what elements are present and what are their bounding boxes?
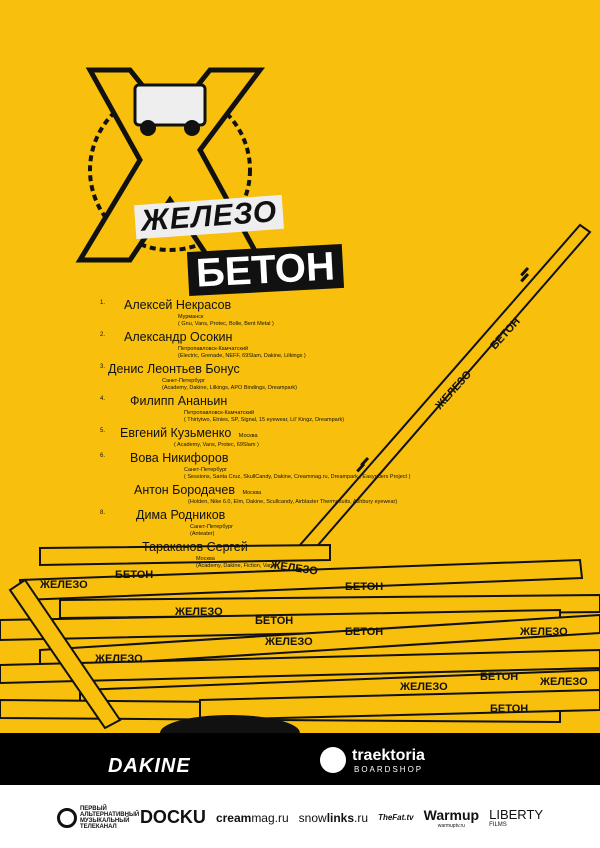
rider-sponsors: ( Academy, Vans, Protec, 69Slam ) xyxy=(174,442,259,448)
rider-sponsors: (Holden, Nike 6.0, Elm, Dakine, Scullcan… xyxy=(188,499,398,505)
rider-name: Евгений Кузьменко xyxy=(120,426,232,440)
snowlinks-logo: snowlinks.ru xyxy=(299,811,368,825)
rider-name: Филипп Ананьин xyxy=(130,394,228,408)
beam-label: ЖЕЛЕЗО xyxy=(264,636,313,648)
snowlinks-part: links xyxy=(326,810,355,825)
rider-sponsors: ( Sessions, Santa Cruz, SkullCandy, Daki… xyxy=(184,474,411,480)
creammag-part: mag.ru xyxy=(251,810,289,825)
warmup-name: Warmup xyxy=(423,806,480,823)
rider-number: 8. xyxy=(100,510,106,516)
rider-entry: 5. Евгений Кузьменко Москва ( Academy, V… xyxy=(100,424,420,449)
rider-entry: 8. Дима Родников Санкт-Петербург (Anteat… xyxy=(100,506,420,538)
rider-entry: 1. Алексей Некрасов Мурманск ( Gnu, Vans… xyxy=(100,296,420,328)
traektoria-icon xyxy=(320,747,346,773)
rider-entry: Тараканов Сергей Москва (Academy, Dakine… xyxy=(100,538,420,570)
rider-name: Александр Осокин xyxy=(124,330,233,344)
main-sponsors-band xyxy=(0,733,600,785)
rider-entry: Антон Бородачев Москва (Holden, Nike 6.0… xyxy=(100,481,420,506)
traektoria-name: traektoria xyxy=(352,747,425,764)
rider-sponsors: (Academy, Dakine, Fiction, Vans) xyxy=(196,563,277,569)
a-one-channel-text: ПЕРВЫЙ АЛЬТЕРНАТИВНЫЙ МУЗЫКАЛЬНЫЙ ТЕЛЕКА… xyxy=(79,805,140,830)
rider-city: Санкт-Петербург xyxy=(184,467,228,473)
riders-list: 1. Алексей Некрасов Мурманск ( Gnu, Vans… xyxy=(100,296,420,570)
rider-city: Москва xyxy=(238,433,258,439)
rider-entry: 4. Филипп Ананьин Петропавловск-Камчатск… xyxy=(100,392,420,424)
snowlinks-part: snow xyxy=(298,810,327,825)
traektoria-sub: BOARDSHOP xyxy=(354,765,424,774)
beam-label: БЕТОН xyxy=(480,671,518,683)
beam-label: ЖЕЛЕЗО xyxy=(399,681,448,693)
dirt-pile xyxy=(160,715,300,733)
event-logo: ЖЕЛЕЗО БЕТОН xyxy=(60,60,344,297)
rider-sponsors: (Anteater) xyxy=(190,531,215,537)
rider-sponsors: ( Thirtytwo, Etnies, SP, Signal, 15 eyew… xyxy=(184,417,345,423)
rider-city: Петропавловск-Камчатский xyxy=(178,346,249,352)
beam-label: ЖЕЛЕЗО xyxy=(94,653,143,665)
beam-label: БЕТОН xyxy=(345,626,383,638)
rider-sponsors: ( Gnu, Vans, Protec, Bolle, Bent Metal ) xyxy=(178,321,274,327)
rider-city: Санкт-Петербург xyxy=(190,524,234,530)
rider-sponsors: (Electric, Grenade, NEFF, 69Slam, Dakine… xyxy=(178,353,306,359)
rider-name: Антон Бородачев xyxy=(134,483,236,497)
rider-name: Тараканов Сергей xyxy=(142,540,248,554)
dakine-logo: DAKINE xyxy=(108,755,191,777)
sponsor-logos: ПЕРВЫЙ АЛЬТЕРНАТИВНЫЙ МУЗЫКАЛЬНЫЙ ТЕЛЕКА… xyxy=(0,795,600,840)
beams-illustration: ЖЕЛЕЗО БЕТОН ЖЕЛЕЗО БЕТОН ЖЕЛЕЗО БЕТОН Ж… xyxy=(0,223,600,733)
rider-name: Дима Родников xyxy=(136,508,226,522)
beam-label: ЖЕЛЕЗО xyxy=(539,676,588,688)
rider-number: 3. xyxy=(100,364,106,370)
logo-emblem-icon xyxy=(75,67,265,263)
rider-sponsors: (Academy, Dakine, Lilkings, APO Bindings… xyxy=(162,385,298,391)
beam xyxy=(39,543,331,567)
beam-label: БЕТОН xyxy=(490,703,528,715)
a-one-channel-logo: ПЕРВЫЙ АЛЬТЕРНАТИВНЫЙ МУЗЫКАЛЬНЫЙ ТЕЛЕКА… xyxy=(56,805,140,830)
creammag-logo: creammag.ru xyxy=(216,811,289,825)
beam-label: БЕТОН xyxy=(255,615,293,627)
rider-name: Вова Никифоров xyxy=(130,451,229,465)
beam-label: БЕТОН xyxy=(345,581,383,593)
rider-entry: 3. Денис Леонтьев Бонус Санкт-Петербург … xyxy=(100,360,420,392)
beam-label: ЖЕЛЕЗО xyxy=(519,626,568,638)
beam xyxy=(39,613,600,670)
thefat-logo: TheFat.tv xyxy=(378,813,414,822)
logo-word-beton: БЕТОН xyxy=(186,243,344,297)
beam-label: ЖЕЛЕЗО xyxy=(39,579,88,591)
rider-number: 6. xyxy=(100,453,106,459)
creammag-part: cream xyxy=(215,810,252,825)
liberty-sub: FILMS xyxy=(489,822,507,828)
rider-number: 4. xyxy=(100,396,106,402)
beam-label: ЖЕЛЕЗО xyxy=(174,606,223,618)
rider-entry: 2. Александр Осокин Петропавловск-Камчат… xyxy=(100,328,420,360)
rider-city: Москва xyxy=(242,490,262,496)
docku-logo: DOCKU xyxy=(139,807,206,827)
rider-name: Денис Леонтьев Бонус xyxy=(108,362,240,376)
snowlinks-part: .ru xyxy=(354,810,369,825)
a-one-icon xyxy=(56,807,77,828)
rider-entry: 6. Вова Никифоров Санкт-Петербург ( Sess… xyxy=(100,449,420,481)
rider-city: Москва xyxy=(196,556,215,562)
rider-name: Алексей Некрасов xyxy=(124,298,232,312)
rider-number: 2. xyxy=(100,332,106,338)
liberty-name: LIBERTY xyxy=(489,807,544,822)
poster: ЖЕЛЕЗО БЕТОН ЖЕЛЕЗО БЕТОН ЖЕЛЕЗО БЕТОН Ж… xyxy=(0,0,600,733)
rider-city: Мурманск xyxy=(178,314,204,320)
beam-label: БЕТОН xyxy=(115,569,153,581)
rider-city: Санкт-Петербург xyxy=(162,378,206,384)
warmup-url: warmuptv.ru xyxy=(437,822,465,829)
rider-number: 5. xyxy=(100,428,106,434)
beam xyxy=(8,578,122,730)
rider-number: 1. xyxy=(100,300,106,306)
beam xyxy=(0,648,600,685)
rider-city: Петропавловск-Камчатский xyxy=(184,410,255,416)
beam xyxy=(199,688,600,722)
